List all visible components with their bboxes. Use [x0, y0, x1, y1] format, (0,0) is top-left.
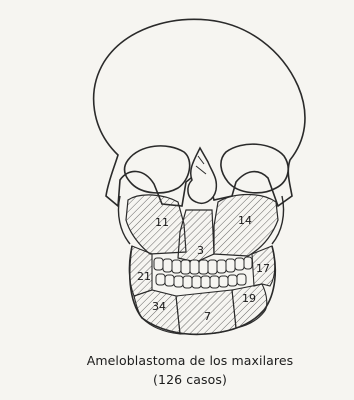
label-symphysis: 7 — [204, 310, 211, 323]
left-mandible-body-region — [232, 284, 267, 328]
label-left-maxilla: 14 — [238, 214, 252, 227]
label-right-mandible-body: 34 — [152, 300, 166, 313]
label-anterior-maxilla: 3 — [197, 244, 204, 257]
figure-caption-subtitle: (126 casos) — [153, 372, 227, 387]
label-left-mandible-body: 19 — [242, 292, 256, 305]
nasal-aperture — [188, 148, 216, 203]
label-right-ramus: 21 — [137, 270, 151, 283]
upper-teeth — [154, 257, 252, 274]
label-left-ramus: 17 — [256, 262, 270, 275]
label-right-maxilla: 11 — [155, 216, 169, 229]
lower-teeth — [156, 274, 246, 288]
left-orbit — [221, 144, 288, 193]
right-orbit — [125, 146, 190, 193]
figure-caption-title: Ameloblastoma de los maxilares — [87, 353, 294, 368]
anterior-maxilla-region — [178, 210, 214, 262]
